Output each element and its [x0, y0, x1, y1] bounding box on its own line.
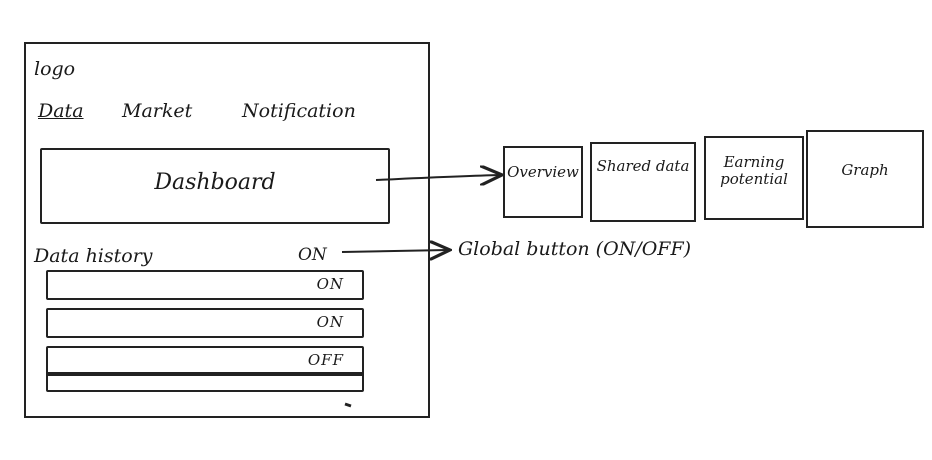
tab-shared-data-label: Shared data: [596, 157, 690, 175]
tab-graph[interactable]: Graph: [806, 130, 924, 228]
row-toggle[interactable]: OFF: [307, 351, 344, 369]
nav-tab-data[interactable]: Data: [38, 100, 84, 122]
tab-earning-potential[interactable]: Earning potential: [704, 136, 804, 220]
history-row[interactable]: ON: [46, 308, 364, 338]
tab-overview[interactable]: Overview: [503, 146, 583, 218]
logo: logo: [34, 58, 76, 80]
row-toggle[interactable]: ON: [316, 313, 344, 331]
global-button-note: Global button (ON/OFF): [458, 238, 692, 260]
dashboard-label: Dashboard: [154, 170, 276, 195]
nav-tab-notification[interactable]: Notification: [242, 100, 356, 122]
tab-shared-data[interactable]: Shared data: [590, 142, 696, 222]
history-row[interactable]: ON: [46, 270, 364, 300]
history-row[interactable]: [46, 372, 364, 392]
dashboard-button[interactable]: Dashboard: [40, 148, 390, 224]
data-history-label: Data history: [34, 245, 153, 267]
tab-graph-label: Graph: [841, 161, 889, 179]
global-toggle[interactable]: ON: [298, 245, 327, 265]
phone-frame: [24, 42, 430, 418]
row-toggle[interactable]: ON: [316, 275, 344, 293]
nav-tab-market[interactable]: Market: [122, 100, 193, 122]
tab-overview-label: Overview: [507, 163, 579, 181]
tab-earning-potential-label: Earning potential: [720, 153, 788, 188]
history-row[interactable]: OFF: [46, 346, 364, 376]
